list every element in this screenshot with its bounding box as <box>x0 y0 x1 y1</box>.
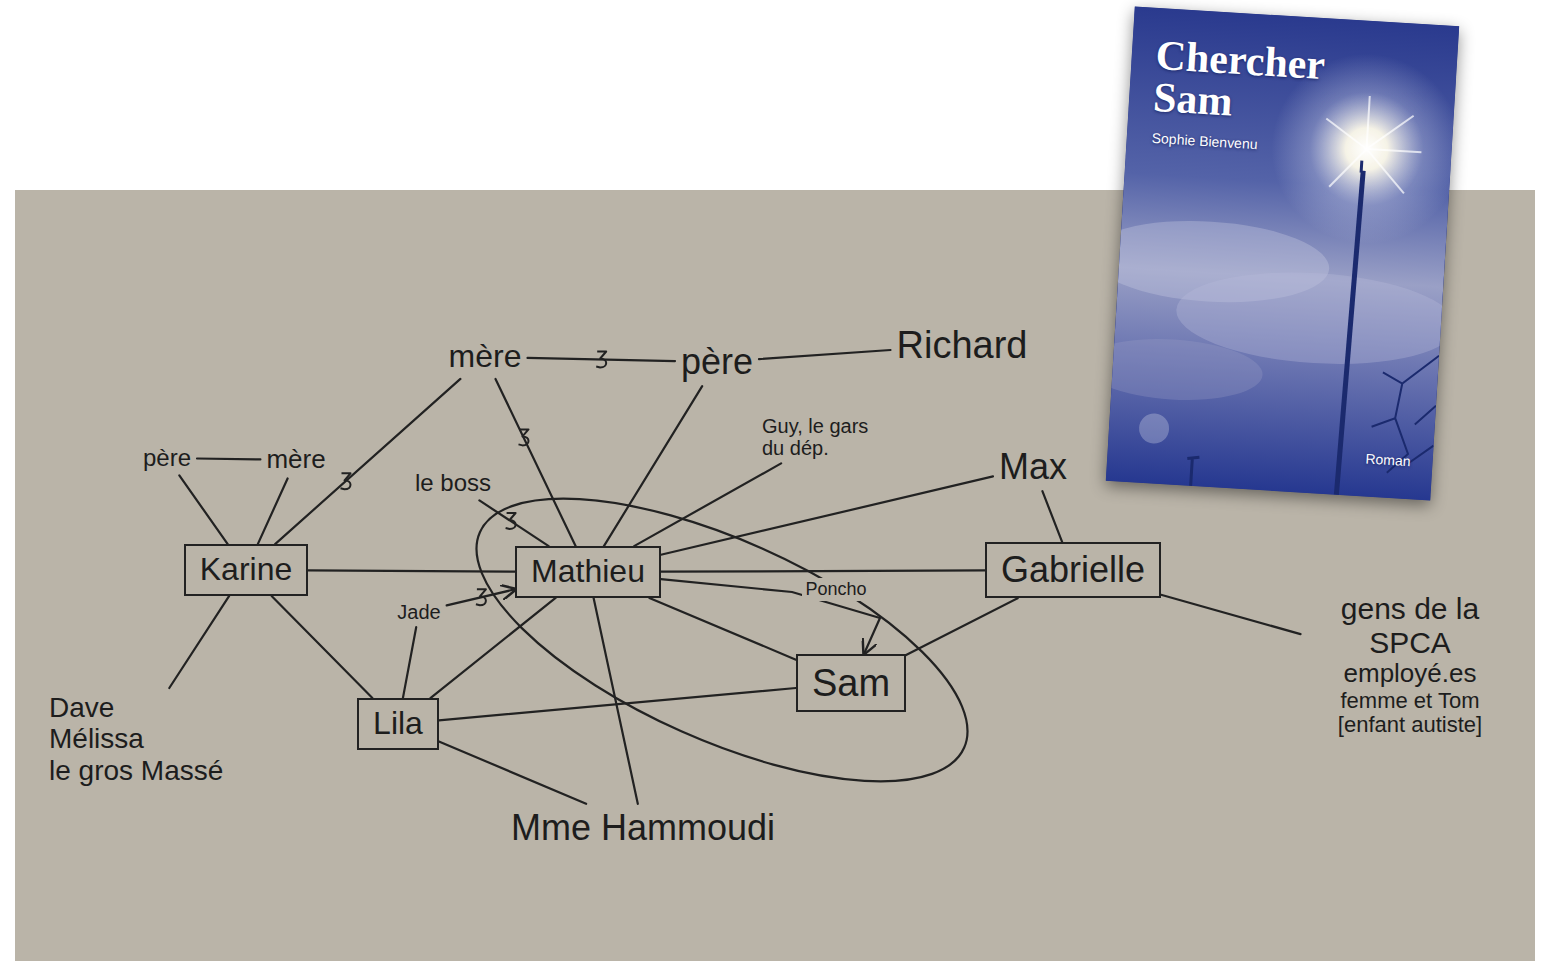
relation-line <box>1042 491 1062 542</box>
character-name: Mme Hammoudi <box>507 806 779 850</box>
node-text: femme et Tom [enfant autiste] <box>1307 689 1514 738</box>
character-box: Karine <box>184 544 309 596</box>
relation-line <box>759 350 891 359</box>
character-name: le boss <box>411 468 495 499</box>
character-box: Lila <box>357 698 439 750</box>
relation-line <box>649 598 796 660</box>
node-text: le boss <box>415 470 491 497</box>
character-name: Richard <box>893 322 1032 369</box>
conflict-mark <box>341 473 351 489</box>
cloud <box>1106 334 1265 405</box>
small-lamp <box>1186 457 1200 487</box>
node-text: le gros Massé <box>49 755 223 786</box>
character-name: mère <box>262 443 329 476</box>
character-name: Jade <box>393 599 444 625</box>
node-text: Mme Hammoudi <box>511 808 775 848</box>
node-text: Max <box>999 447 1067 487</box>
node-text: Mélissa <box>49 723 223 754</box>
relation-line <box>479 500 548 546</box>
relation-line <box>661 476 993 554</box>
relation-line <box>604 386 702 546</box>
node-text: Karine <box>200 552 293 588</box>
relation-line <box>634 463 781 546</box>
relation-line <box>447 589 515 605</box>
character-box: Mathieu <box>515 546 661 598</box>
relation-line <box>197 457 260 460</box>
character-name: DaveMélissale gros Massé <box>45 690 227 788</box>
relation-line <box>661 570 985 571</box>
node-text: Lila <box>373 706 423 742</box>
relation-line <box>439 741 586 803</box>
lamp-pole <box>1336 170 1363 495</box>
node-text: Gabrielle <box>1001 550 1145 590</box>
node-text: gens de la SPCA <box>1307 592 1514 659</box>
character-name: Guy, le gars du dép. <box>758 413 898 462</box>
character-name: mère <box>445 337 526 377</box>
relation-line <box>430 598 555 698</box>
node-text: père <box>143 445 191 472</box>
character-name: père <box>677 340 757 384</box>
node-text: Richard <box>897 324 1028 367</box>
conflict-mark <box>519 429 529 445</box>
light-rays <box>1322 93 1425 194</box>
conflict-mark <box>596 352 606 368</box>
relation-line <box>594 598 638 804</box>
relation-line <box>308 570 515 571</box>
relation-line <box>1161 595 1301 634</box>
relation-line <box>179 475 227 544</box>
character-box: Sam <box>796 654 906 713</box>
character-name: Max <box>995 445 1071 489</box>
node-text: mère <box>266 445 325 474</box>
character-box: Gabrielle <box>985 542 1161 598</box>
edge-label: Poncho <box>802 578 869 601</box>
relation-line <box>906 598 1018 655</box>
node-text: Dave <box>49 692 223 723</box>
conflict-mark <box>506 513 516 529</box>
character-name: père <box>139 443 195 474</box>
node-text: père <box>681 342 753 382</box>
relation-line <box>272 596 373 698</box>
lamp-head <box>1360 161 1364 173</box>
node-text: Guy, le gars du dép. <box>762 415 894 460</box>
relation-line <box>403 627 416 698</box>
relation-line <box>496 379 576 546</box>
relation-line <box>169 596 229 688</box>
relation-line <box>439 688 796 720</box>
book-title: Chercher Sam <box>1152 34 1357 130</box>
relation-line <box>258 479 288 545</box>
group-ellipse <box>439 441 1005 839</box>
node-text: Sam <box>812 662 890 705</box>
node-text: employé.es <box>1307 659 1514 688</box>
character-name: gens de la SPCAemployé.esfemme et Tom [e… <box>1303 590 1518 740</box>
book-genre: Roman <box>1365 450 1411 469</box>
conflict-mark <box>476 589 486 605</box>
node-text: Jade <box>397 601 440 623</box>
book-cover: Chercher Sam Sophie Bienvenu Roman <box>1106 7 1459 501</box>
node-text: Mathieu <box>531 554 645 590</box>
node-text: mère <box>449 339 522 375</box>
publisher-logo <box>1138 413 1170 445</box>
